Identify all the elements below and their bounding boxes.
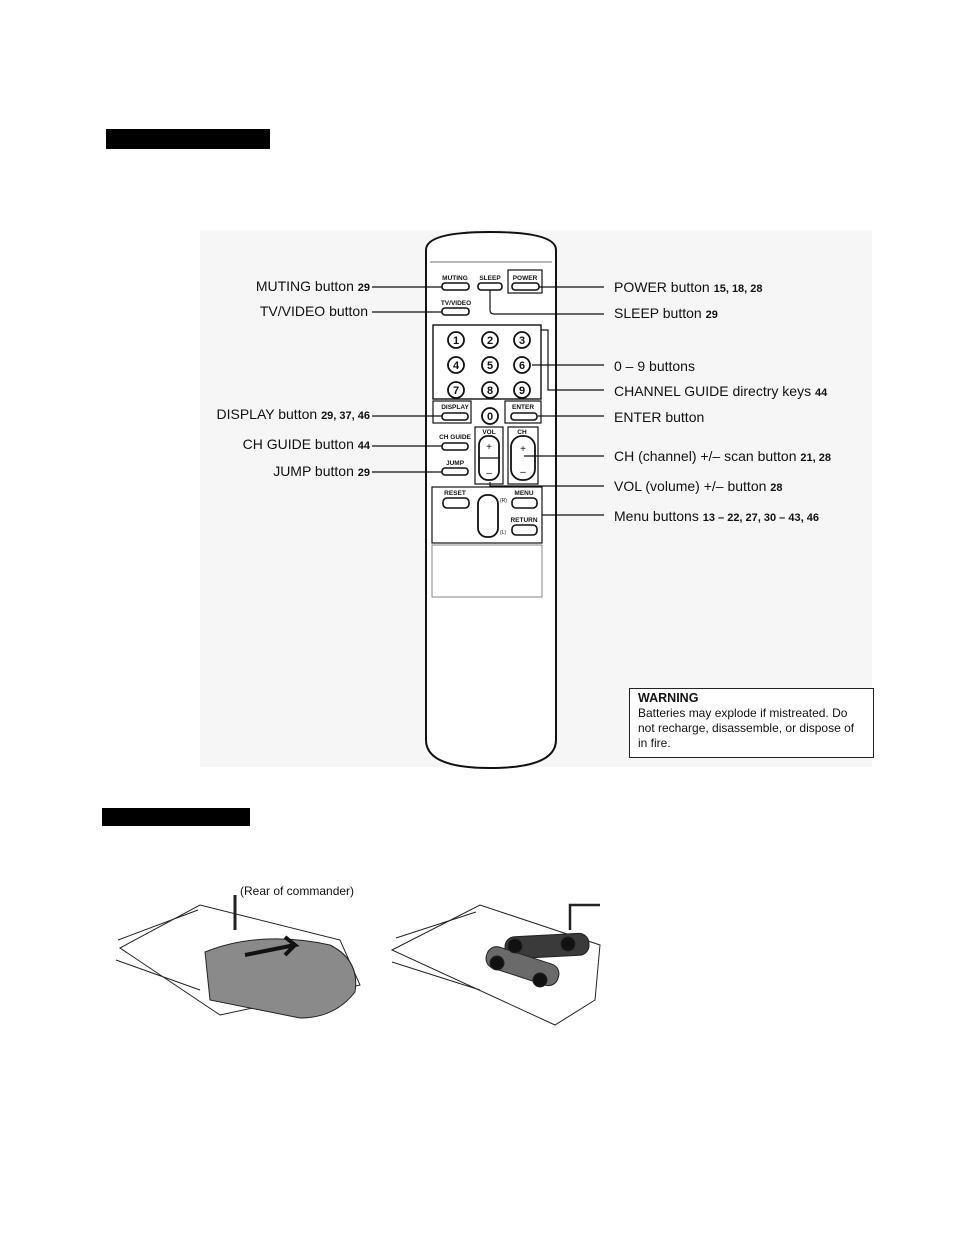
digit-button-3 bbox=[513, 331, 531, 349]
warning-title: WARNING bbox=[638, 691, 699, 705]
key-ch: CH bbox=[517, 429, 527, 436]
ch-plus: + bbox=[520, 444, 526, 455]
label-enter: ENTER button bbox=[614, 409, 705, 425]
key-display: DISPLAY bbox=[441, 404, 469, 411]
label-chguide: CH GUIDE button 44 bbox=[242, 436, 370, 452]
label-vol: VOL (volume) +/– button 28 bbox=[614, 478, 783, 494]
digit-button-0 bbox=[481, 407, 499, 425]
digit-label-5: 5 bbox=[487, 360, 493, 372]
section-heading-bar bbox=[102, 808, 250, 826]
label-tvvideo: TV/VIDEO button bbox=[259, 303, 368, 319]
digit-button-9 bbox=[513, 381, 531, 399]
key-vol: VOL bbox=[482, 429, 495, 436]
rear-cover-illustration bbox=[115, 895, 361, 1019]
rear-of-commander-label: (Rear of commander) bbox=[240, 884, 355, 898]
label-muting: MUTING button 29 bbox=[255, 278, 370, 294]
digit-label-3: 3 bbox=[519, 335, 525, 347]
label-sleep: SLEEP button 29 bbox=[614, 305, 718, 321]
key-power: POWER bbox=[513, 275, 538, 282]
vol-minus: – bbox=[486, 468, 492, 479]
ch-minus: – bbox=[520, 467, 526, 478]
digit-label-8: 8 bbox=[487, 385, 493, 397]
digit-button-2 bbox=[481, 331, 499, 349]
digit-button-5 bbox=[481, 356, 499, 374]
digit-label-4: 4 bbox=[453, 360, 460, 372]
label-power: POWER button 15, 18, 28 bbox=[614, 279, 763, 295]
key-sleep: SLEEP bbox=[479, 275, 501, 282]
digit-buttons: 1 2 3 4 5 6 7 8 9 0 bbox=[447, 331, 531, 425]
label-menu: Menu buttons 13 – 22, 27, 30 – 43, 46 bbox=[614, 508, 819, 524]
label-jump: JUMP button 29 bbox=[273, 463, 370, 479]
r-mark: (R) bbox=[500, 498, 507, 504]
digit-label-7: 7 bbox=[453, 385, 459, 397]
key-return: RETURN bbox=[510, 517, 537, 524]
digit-label-1: 1 bbox=[453, 335, 459, 347]
key-menu: MENU bbox=[514, 490, 533, 497]
digit-label-0: 0 bbox=[487, 411, 493, 423]
digit-button-8 bbox=[481, 381, 499, 399]
key-chguide: CH GUIDE bbox=[439, 434, 471, 441]
section-heading-bar bbox=[106, 129, 270, 149]
warning-text: Batteries may explode if mistreated. Do … bbox=[638, 706, 855, 750]
digit-label-6: 6 bbox=[519, 360, 525, 372]
key-reset: RESET bbox=[444, 490, 466, 497]
l-mark: (L) bbox=[500, 530, 506, 536]
digit-label-9: 9 bbox=[519, 385, 525, 397]
key-tvvideo: TV/VIDEO bbox=[441, 300, 471, 307]
key-muting: MUTING bbox=[442, 275, 468, 282]
label-channel-guide: CHANNEL GUIDE directry keys 44 bbox=[614, 383, 828, 399]
label-ch: CH (channel) +/– scan button 21, 28 bbox=[614, 448, 831, 464]
digit-label-2: 2 bbox=[487, 335, 493, 347]
battery-insert-illustration bbox=[390, 903, 601, 1026]
label-display: DISPLAY button 29, 37, 46 bbox=[216, 406, 371, 422]
vol-plus: + bbox=[486, 442, 492, 453]
key-enter: ENTER bbox=[512, 404, 534, 411]
digit-button-7 bbox=[447, 381, 465, 399]
warning-box: WARNING Batteries may explode if mistrea… bbox=[629, 688, 874, 758]
digit-button-6 bbox=[513, 356, 531, 374]
key-jump: JUMP bbox=[446, 460, 465, 467]
digit-button-1 bbox=[447, 331, 465, 349]
label-digits: 0 – 9 buttons bbox=[614, 358, 695, 374]
digit-button-4 bbox=[447, 356, 465, 374]
